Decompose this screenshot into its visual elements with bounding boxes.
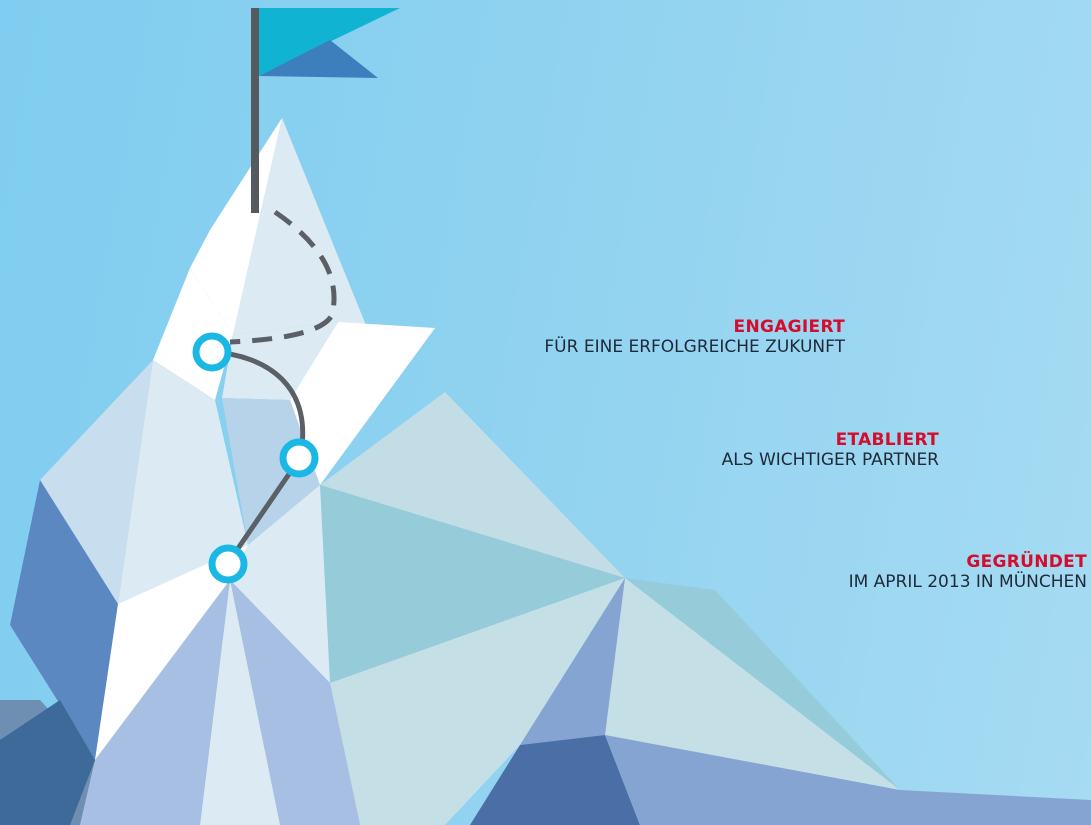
milestone-title: GEGRÜNDET <box>966 552 1087 572</box>
milestone-etabliert: ETABLIERT ALS WICHTIGER PARTNER <box>721 430 939 470</box>
milestone-description: IM APRIL 2013 IN MÜNCHEN <box>848 571 1087 592</box>
waypoint-circle-icon <box>279 438 319 478</box>
milestone-engagiert: ENGAGIERT FÜR EINE ERFOLGREICHE ZUKUNFT <box>544 317 845 357</box>
milestone-gegruendet: GEGRÜNDET IM APRIL 2013 IN MÜNCHEN <box>848 552 1087 592</box>
mountain-right <box>320 392 1091 825</box>
waypoint-circle-icon <box>208 544 248 584</box>
milestone-title: ETABLIERT <box>835 430 939 450</box>
waypoint-circle-icon <box>192 332 232 372</box>
milestone-description: ALS WICHTIGER PARTNER <box>721 449 939 470</box>
milestone-description: FÜR EINE ERFOLGREICHE ZUKUNFT <box>544 336 845 357</box>
milestone-title: ENGAGIERT <box>733 317 845 337</box>
flag-icon <box>251 8 400 213</box>
